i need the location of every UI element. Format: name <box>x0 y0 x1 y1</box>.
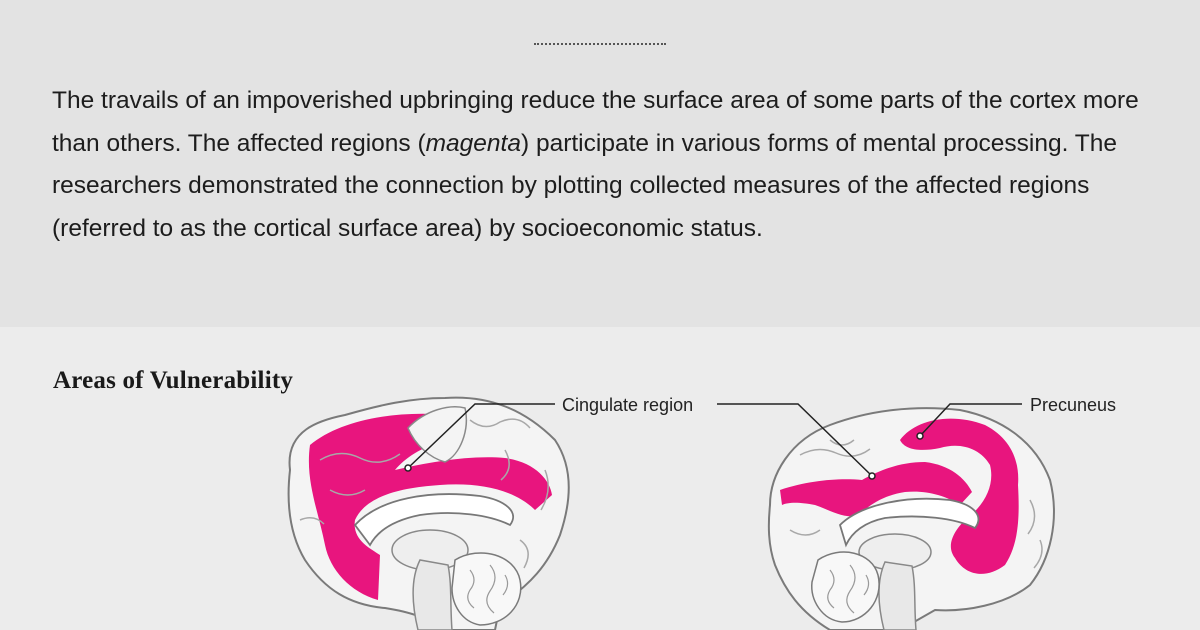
precuneus-label: Precuneus <box>1030 395 1116 415</box>
right-gyri-lines <box>789 439 1043 606</box>
dotted-divider <box>534 43 666 45</box>
precuneus-dot <box>916 432 924 440</box>
right-corpus-callosum <box>838 497 980 548</box>
intro-panel <box>0 0 1200 327</box>
left-hemisphere <box>287 396 570 630</box>
right-hemisphere <box>767 407 1055 630</box>
right-highlight-cingulate <box>780 462 972 517</box>
left-brainstem <box>412 559 453 630</box>
left-cerebellum-folia <box>467 564 509 614</box>
intro-emphasis: magenta <box>425 129 521 157</box>
right-cerebellum <box>811 551 880 623</box>
intro-text-part1: The travails of an impoverished upbringi… <box>52 87 1139 157</box>
precuneus-leader <box>919 403 1022 437</box>
left-corpus-callosum <box>353 493 514 547</box>
figure-heading: Areas of Vulnerability <box>53 367 294 394</box>
cingulate-dot-left <box>404 464 412 472</box>
cingulate-dot-right <box>868 472 876 480</box>
left-cerebellum <box>451 552 522 626</box>
cingulate-leader-left <box>407 403 555 469</box>
intro-paragraph: The travails of an impoverished upbringi… <box>52 80 1162 250</box>
cingulate-callout: Cingulate region <box>404 395 876 480</box>
cingulate-label: Cingulate region <box>562 395 693 415</box>
precuneus-callout: Precuneus <box>916 395 1116 440</box>
right-cerebellum-folia <box>827 564 870 614</box>
cingulate-leader-right <box>717 403 873 477</box>
right-highlight-precuneus <box>900 418 1019 574</box>
left-highlight-region <box>308 413 552 600</box>
right-brainstem <box>878 561 917 630</box>
intro-text-part2: ) participate in various forms of mental… <box>52 129 1117 242</box>
